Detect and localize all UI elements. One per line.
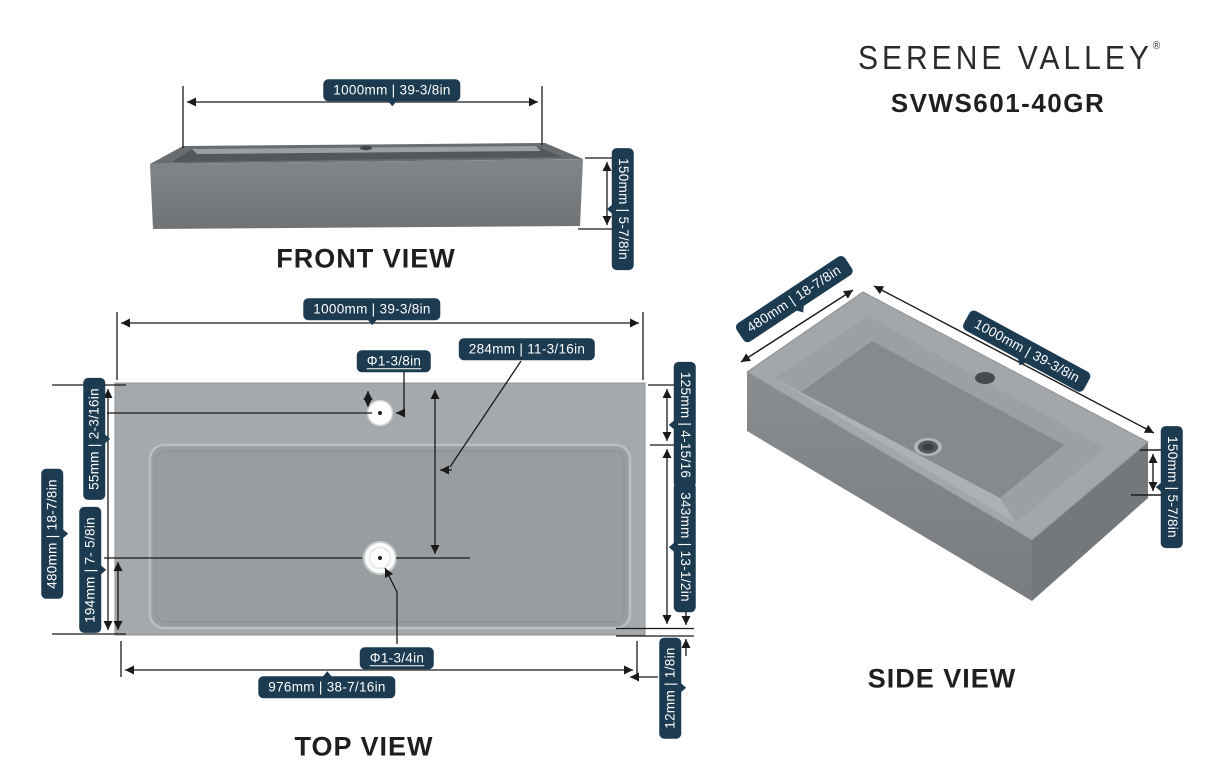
dim-label-top-width: 1000mm | 39-3/8in: [303, 298, 441, 320]
top-view-sink: [114, 382, 646, 636]
top-view-title: TOP VIEW: [294, 731, 434, 762]
front-view-title: FRONT VIEW: [276, 243, 456, 274]
dim-label-overall-depth: 480mm | 18-7/8in: [41, 469, 63, 599]
brand-block: SERENE VALLEY® SVWS601-40GR: [858, 40, 1161, 119]
dim-label-faucet-offset: 55mm | 2-3/16in: [83, 378, 105, 500]
dim-label-drain-offset: 284mm | 11-3/16in: [458, 338, 596, 360]
dim-label-basin-width: 976mm | 38-7/16in: [258, 676, 396, 698]
front-view-sink: [150, 143, 583, 229]
dim-label-front-height: 150mm | 5-7/8in: [612, 148, 634, 270]
dim-label-front-width: 1000mm | 39-3/8in: [323, 79, 461, 101]
dim-label-faucet-diameter: Φ1-3/8in: [356, 350, 432, 372]
brand-logo: SERENE VALLEY®: [858, 40, 1161, 77]
registered-mark-icon: ®: [1152, 40, 1161, 53]
dim-label-drain-diameter: Φ1-3/4in: [359, 647, 435, 669]
model-number: SVWS601-40GR: [890, 88, 1106, 118]
dim-label-side-height: 150mm | 5-7/8in: [1161, 426, 1183, 548]
side-view-dimensions: [740, 285, 1163, 496]
dim-label-bottom-rim: 12mm | 1/8in: [659, 637, 681, 739]
front-view-dimensions: [182, 86, 616, 230]
top-view-dimensions: [52, 312, 694, 682]
side-view-title: SIDE VIEW: [867, 663, 1017, 694]
side-view-sink: [746, 291, 1149, 601]
dim-label-deck-depth: 125mm | 4-15/16: [674, 361, 696, 489]
dim-label-basin-depth: 343mm | 13-1/2in: [674, 482, 696, 612]
dim-label-drain-from-bottom: 194mm | 7- 5/8in: [79, 507, 101, 633]
